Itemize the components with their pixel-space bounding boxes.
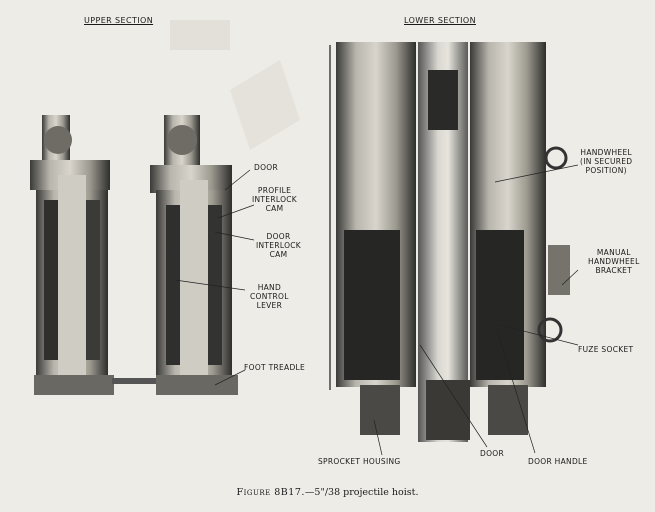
- figure-caption: Figure 8B17.—5"/38 projectile hoist.: [0, 487, 655, 498]
- lower-leader-lines: [373, 164, 579, 456]
- label-sprocket-housing: SPROCKET HOUSING: [318, 457, 401, 466]
- upper-leader-lines: [174, 169, 255, 386]
- label-foot-treadle: FOOT TREADLE: [244, 363, 306, 372]
- figure-title: —5"/38 projectile hoist.: [304, 487, 419, 498]
- label-handwheel: HANDWHEEL (IN SECURED POSITION): [580, 148, 633, 175]
- label-hand-control-lever: HAND CONTROL LEVER: [250, 283, 289, 310]
- lower-hoist: [329, 42, 570, 442]
- figure-number: Figure 8B17.: [236, 487, 305, 498]
- label-door-handle: DOOR HANDLE: [528, 457, 588, 466]
- upper-section-heading: UPPER SECTION: [84, 16, 154, 25]
- hoist-photograph: [30, 20, 579, 456]
- lower-section-heading: LOWER SECTION: [404, 16, 476, 25]
- label-profile-interlock-cam: PROFILE INTERLOCK CAM: [252, 186, 298, 213]
- label-door-interlock-cam: DOOR INTERLOCK CAM: [256, 232, 302, 259]
- upper-hoist-right: [150, 115, 238, 395]
- label-door-upper: DOOR: [254, 163, 278, 172]
- label-door-lower: DOOR: [480, 449, 504, 458]
- label-manual-handwheel-bracket: MANUAL HANDWHEEL BRACKET: [588, 248, 640, 275]
- label-fuze-socket: FUZE SOCKET: [578, 345, 634, 354]
- upper-hoist-left: [30, 115, 114, 395]
